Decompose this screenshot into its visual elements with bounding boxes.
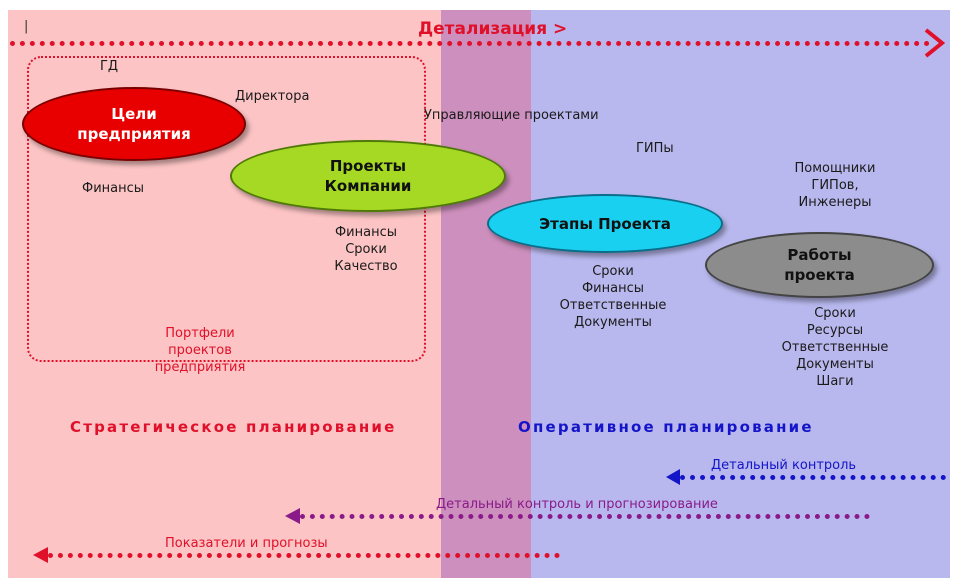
project-stages-ellipse: Этапы Проекта — [487, 194, 723, 253]
works-items: Сроки Ресурсы Ответственные Документы Ша… — [781, 306, 889, 389]
detailed-control-line — [680, 475, 946, 480]
role-assistants: Помощники ГИПов, Инженеры — [794, 161, 876, 210]
project-stages-label: Этапы Проекта — [539, 214, 671, 233]
control-forecast-label: Детальный контроль и прогнозирование — [436, 497, 718, 512]
project-works-ellipse: Работы проекта — [705, 232, 934, 298]
stages-items: Сроки Финансы Ответственные Документы — [559, 264, 667, 330]
role-gd: ГД — [100, 59, 119, 74]
project-works-label: Работы проекта — [784, 246, 855, 284]
strategic-planning-label: Стратегическое планирование — [70, 418, 397, 436]
indicators-arrowhead — [33, 547, 48, 563]
indicators-label: Показатели и прогнозы — [165, 536, 328, 551]
goals-label: Цели предприятия — [77, 105, 191, 143]
portfolio-frame — [27, 56, 426, 362]
company-projects-ellipse: Проекты Компании — [230, 140, 506, 212]
goals-finance: Финансы — [82, 181, 145, 196]
control-forecast-arrowhead — [285, 508, 300, 524]
detailed-control-arrowhead — [666, 469, 680, 485]
control-forecast-line — [300, 514, 870, 519]
operative-zone — [531, 10, 950, 578]
title-text: Детализация > — [418, 19, 568, 39]
role-directors: Директора — [235, 89, 310, 104]
detailed-control-label: Детальный контроль — [711, 458, 857, 473]
overlap-zone — [441, 10, 531, 578]
detalization-arrow-line — [10, 41, 930, 46]
text-cursor: | — [24, 19, 29, 34]
operative-planning-label: Оперативное планирование — [518, 418, 814, 436]
role-gips: ГИПы — [636, 141, 674, 156]
portfolio-label: Портфели проектов предприятия — [154, 326, 246, 375]
role-project-managers: Управляющие проектами — [424, 108, 599, 123]
company-projects-items: Финансы Сроки Качество — [334, 225, 398, 274]
indicators-line — [48, 553, 560, 558]
company-projects-label: Проекты Компании — [324, 157, 412, 195]
goals-ellipse: Цели предприятия — [22, 87, 246, 161]
detalization-arrowhead — [924, 28, 946, 58]
